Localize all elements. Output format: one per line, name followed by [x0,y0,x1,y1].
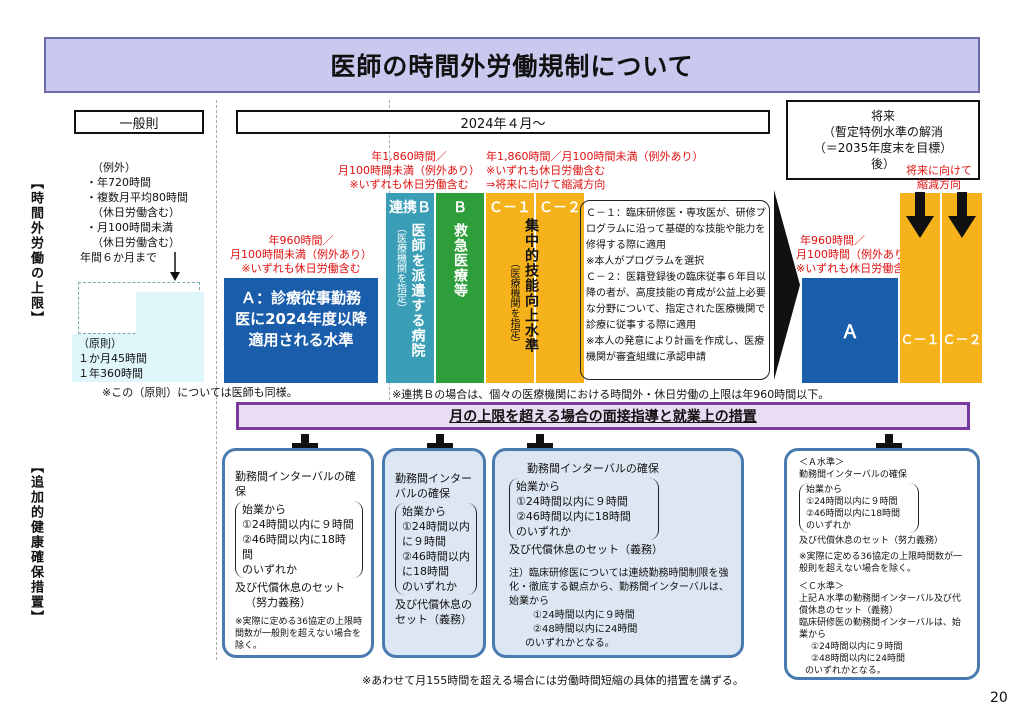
level-c-limit: 年1,860時間／月100時間未満（例外あり）※いずれも休日労働含む⇒将来に向け… [486,150,704,191]
arrow-down-icon [906,192,934,238]
plus-icon [876,434,902,460]
divider [216,100,217,660]
plus-icon [292,434,318,460]
exception-fill [136,292,204,334]
bottom-note: ※あわせて月155時間を超える場合には労働時間短縮の具体的措置を講ずる。 [362,674,744,687]
side-label-upper-limit: 【時間外労働の上限】 [28,176,43,326]
future-a-box: Ａ [802,278,898,383]
page-number: 20 [990,690,1008,706]
future-reduce: 将来に向けて縮減方向 [906,164,972,191]
c-description: Ｃ－１：臨床研修医・専攻医が、研修プログラムに沿って基礎的な技能や能力を修得する… [586,208,766,363]
arrow-down-icon [948,192,976,238]
col-renkei-b: 連携Ｂ （医療機関を指定） 医師を派遣する病院 [386,193,434,383]
col-c2: Ｃ－２ [536,193,584,383]
arrow-down-icon [170,252,180,281]
level-a-limit: 年960時間／月100時間未満（例外あり）※いずれも休日労働含む [230,234,372,275]
col-b: Ｂ 救急医療等 [436,193,484,383]
page-title: 医師の時間外労働規制について [44,37,980,93]
renkei-note: ※連携Ｂの場合は、個々の医療機関における時間外・休日労働の上限は年960時間以下… [392,388,830,401]
principle-note: ※この（原則）については医師も同様。 [102,386,298,399]
level-b-limit: 年1,860時間／月100時間未満（例外あり）※いずれも休日労働含む [338,150,480,191]
exception-text: （例外） ・年720時間 ・複数月平均80時間 （休日労働含む） ・月100時間… [80,161,188,264]
arrow-right-icon [774,190,800,380]
plus-icon [427,434,453,460]
section-general: 一般則 [74,110,204,134]
plus-icon [527,434,553,460]
measures-bar: 月の上限を超える場合の面接指導と就業上の措置 [236,402,970,430]
section-2024: 2024年４月～ [236,110,770,134]
principle-box: （原則） １か月45時間 １年360時間 [72,334,204,382]
col-c1: Ｃ－１ [486,193,534,383]
future-limit: 年960時間／月100時間（例外あり）※いずれも休日労働含む [796,234,916,275]
c-description-frame [580,200,770,380]
level-a-box: Ａ：診療従事勤務医に2024年度以降適用される水準 [224,278,378,383]
section-future: 将来 （暫定特例水準の解消 （＝2035年度末を目標） 後） [786,100,980,180]
side-label-additional: 【追加的健康確保措置】 [28,460,43,625]
col-c-text: （医療機関を指定） 集中的技能向上水準 [508,218,539,353]
